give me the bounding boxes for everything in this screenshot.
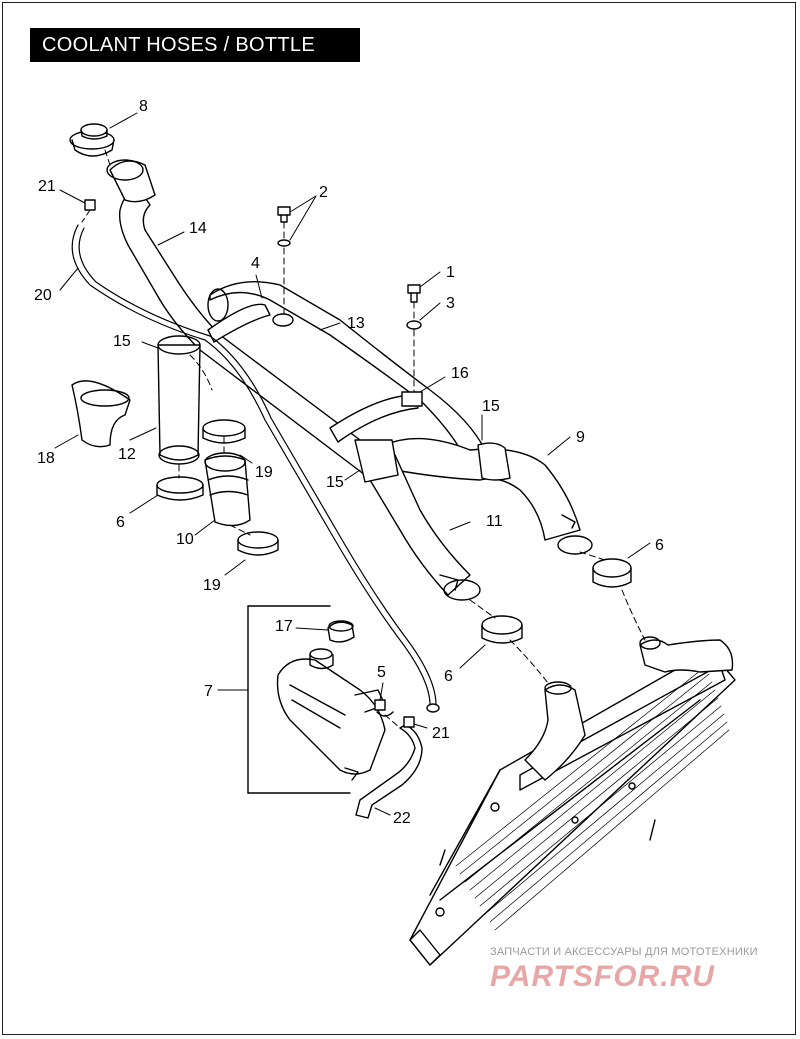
callout-15-a: 15 [113,333,131,350]
callout-14: 14 [189,220,207,237]
washer-3 [406,320,422,330]
hose-22 [355,724,423,819]
watermark-logo: PARTSFOR.RU [490,960,715,993]
radiator [409,636,736,966]
cap-17 [327,620,355,643]
callout-8: 8 [139,98,148,115]
callout-7: 7 [204,683,213,700]
clamp-4 [207,303,271,343]
callout-11: 11 [486,513,503,530]
coolant-bottle [247,605,386,794]
funnel [71,380,131,448]
callout-6-right: 6 [655,537,664,554]
callout-19-upper: 19 [255,464,273,481]
clamp-6-right [592,558,632,588]
pressure-cap [69,123,115,157]
callout-13: 13 [347,315,365,332]
callout-3: 3 [446,295,455,312]
clamp-5 [374,699,394,717]
clamp-6-left [156,476,204,501]
callout-21-upper: 21 [38,178,56,195]
callout-18: 18 [37,450,55,467]
watermark-caption: ЗАПЧАСТИ И АКСЕССУАРЫ ДЛЯ МОТОТЕХНИКИ [490,946,758,958]
hose-9 [384,437,593,555]
callout-10: 10 [176,531,194,548]
callout-9: 9 [576,429,585,446]
callout-1: 1 [446,264,455,281]
diagram-title: COOLANT HOSES / BOTTLE [30,28,360,62]
clamp-6-mid [481,615,523,644]
callout-6-mid: 6 [444,668,453,685]
callout-4: 4 [251,255,260,272]
callout-12: 12 [118,446,136,463]
callout-15-c: 15 [482,398,500,415]
callout-16: 16 [451,365,469,382]
callout-15-b: 15 [326,474,344,491]
hose-11 [354,439,481,601]
callout-21-lower: 21 [432,725,450,742]
clamp-16 [329,394,419,443]
screw-1 [407,284,421,303]
callout-2: 2 [319,184,328,201]
hose-10 [204,452,251,527]
clamp-19-lower [237,531,279,556]
callout-5: 5 [377,664,386,681]
callout-22: 22 [393,810,411,827]
callout-19-lower: 19 [203,577,221,594]
hose-14 [106,159,381,476]
callout-6-left: 6 [116,514,125,531]
callout-20: 20 [34,287,52,304]
hose-20 [71,224,431,706]
callout-17: 17 [275,618,293,635]
hose-12 [157,335,201,465]
